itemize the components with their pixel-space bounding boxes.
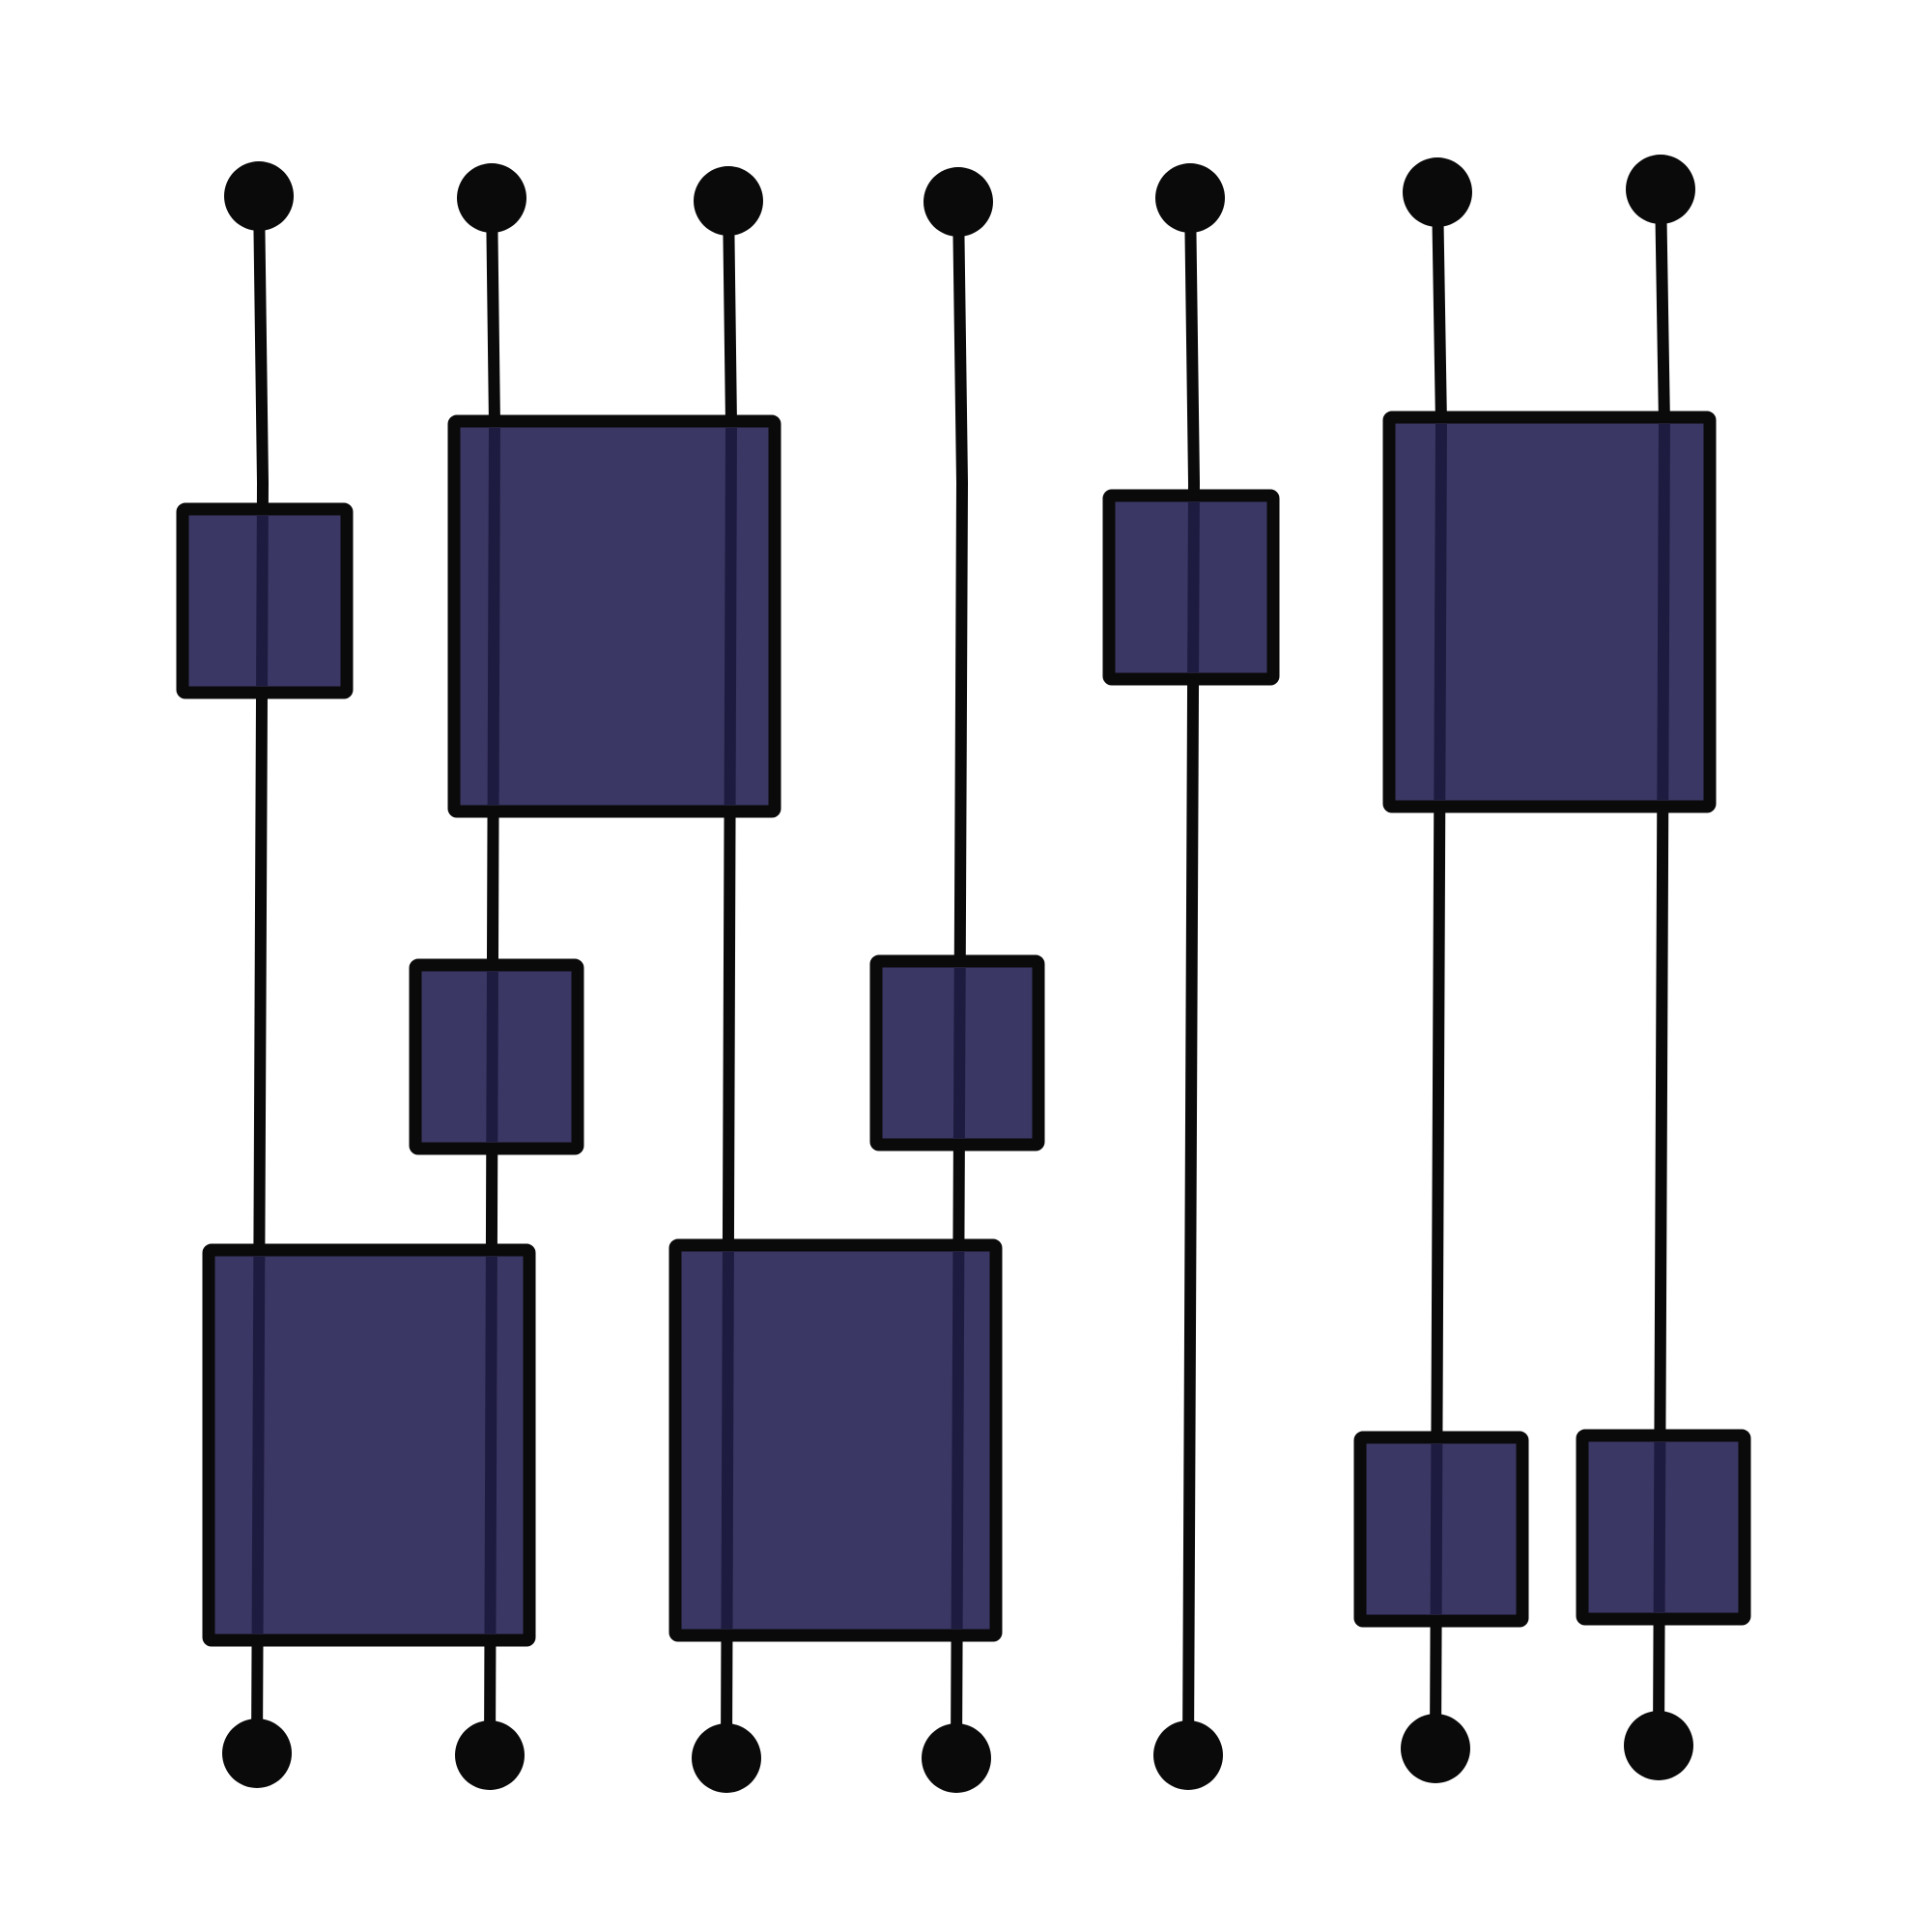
wire-under-gate-9-6: [1430, 1443, 1443, 1615]
bottom-terminal-icon-3: [692, 1723, 761, 1793]
top-terminal-icon-3: [694, 166, 763, 236]
gates-layer: [176, 411, 1751, 1647]
top-terminal-icon-7: [1626, 155, 1695, 224]
terminals-layer: [222, 155, 1695, 1793]
top-terminal-icon-2: [457, 163, 526, 233]
bottom-terminal-icon-1: [222, 1719, 292, 1788]
wire-under-gate-2-3: [724, 427, 737, 806]
bottom-terminal-icon-6: [1401, 1714, 1470, 1783]
bottom-terminal-icon-7: [1624, 1711, 1693, 1780]
wire-under-gate-layer: [251, 423, 1670, 1634]
top-terminal-icon-1: [224, 161, 294, 231]
bottom-terminal-icon-2: [455, 1720, 525, 1790]
wire-under-gate-3-2: [486, 971, 498, 1143]
wire-under-gate-5-3: [721, 1251, 734, 1630]
bottom-terminal-icon-4: [922, 1723, 991, 1793]
wire-under-gate-4-2: [484, 1256, 497, 1634]
top-terminal-icon-5: [1155, 163, 1225, 233]
bottom-terminal-icon-5: [1153, 1720, 1223, 1790]
gate-box-4: [202, 1243, 536, 1647]
wire-under-gate-8-7: [1657, 423, 1670, 801]
gate-box-8: [1382, 411, 1717, 813]
wire-under-gate-2-2: [487, 427, 500, 806]
wire-under-gate-5-4: [951, 1251, 965, 1630]
wire-under-gate-4-1: [251, 1256, 266, 1634]
wire-under-gate-1-1: [256, 515, 269, 687]
wire-under-gate-6-4: [952, 967, 966, 1139]
wire-line-5: [1182, 192, 1200, 1761]
top-terminal-icon-4: [923, 167, 993, 237]
wire-under-gate-10-7: [1653, 1441, 1666, 1613]
top-terminal-icon-6: [1403, 157, 1472, 227]
gate-box-2: [447, 414, 781, 818]
wire-under-gate-8-6: [1434, 423, 1447, 801]
wire-under-gate-7-5: [1187, 501, 1200, 673]
gate-box-5: [668, 1238, 1003, 1642]
